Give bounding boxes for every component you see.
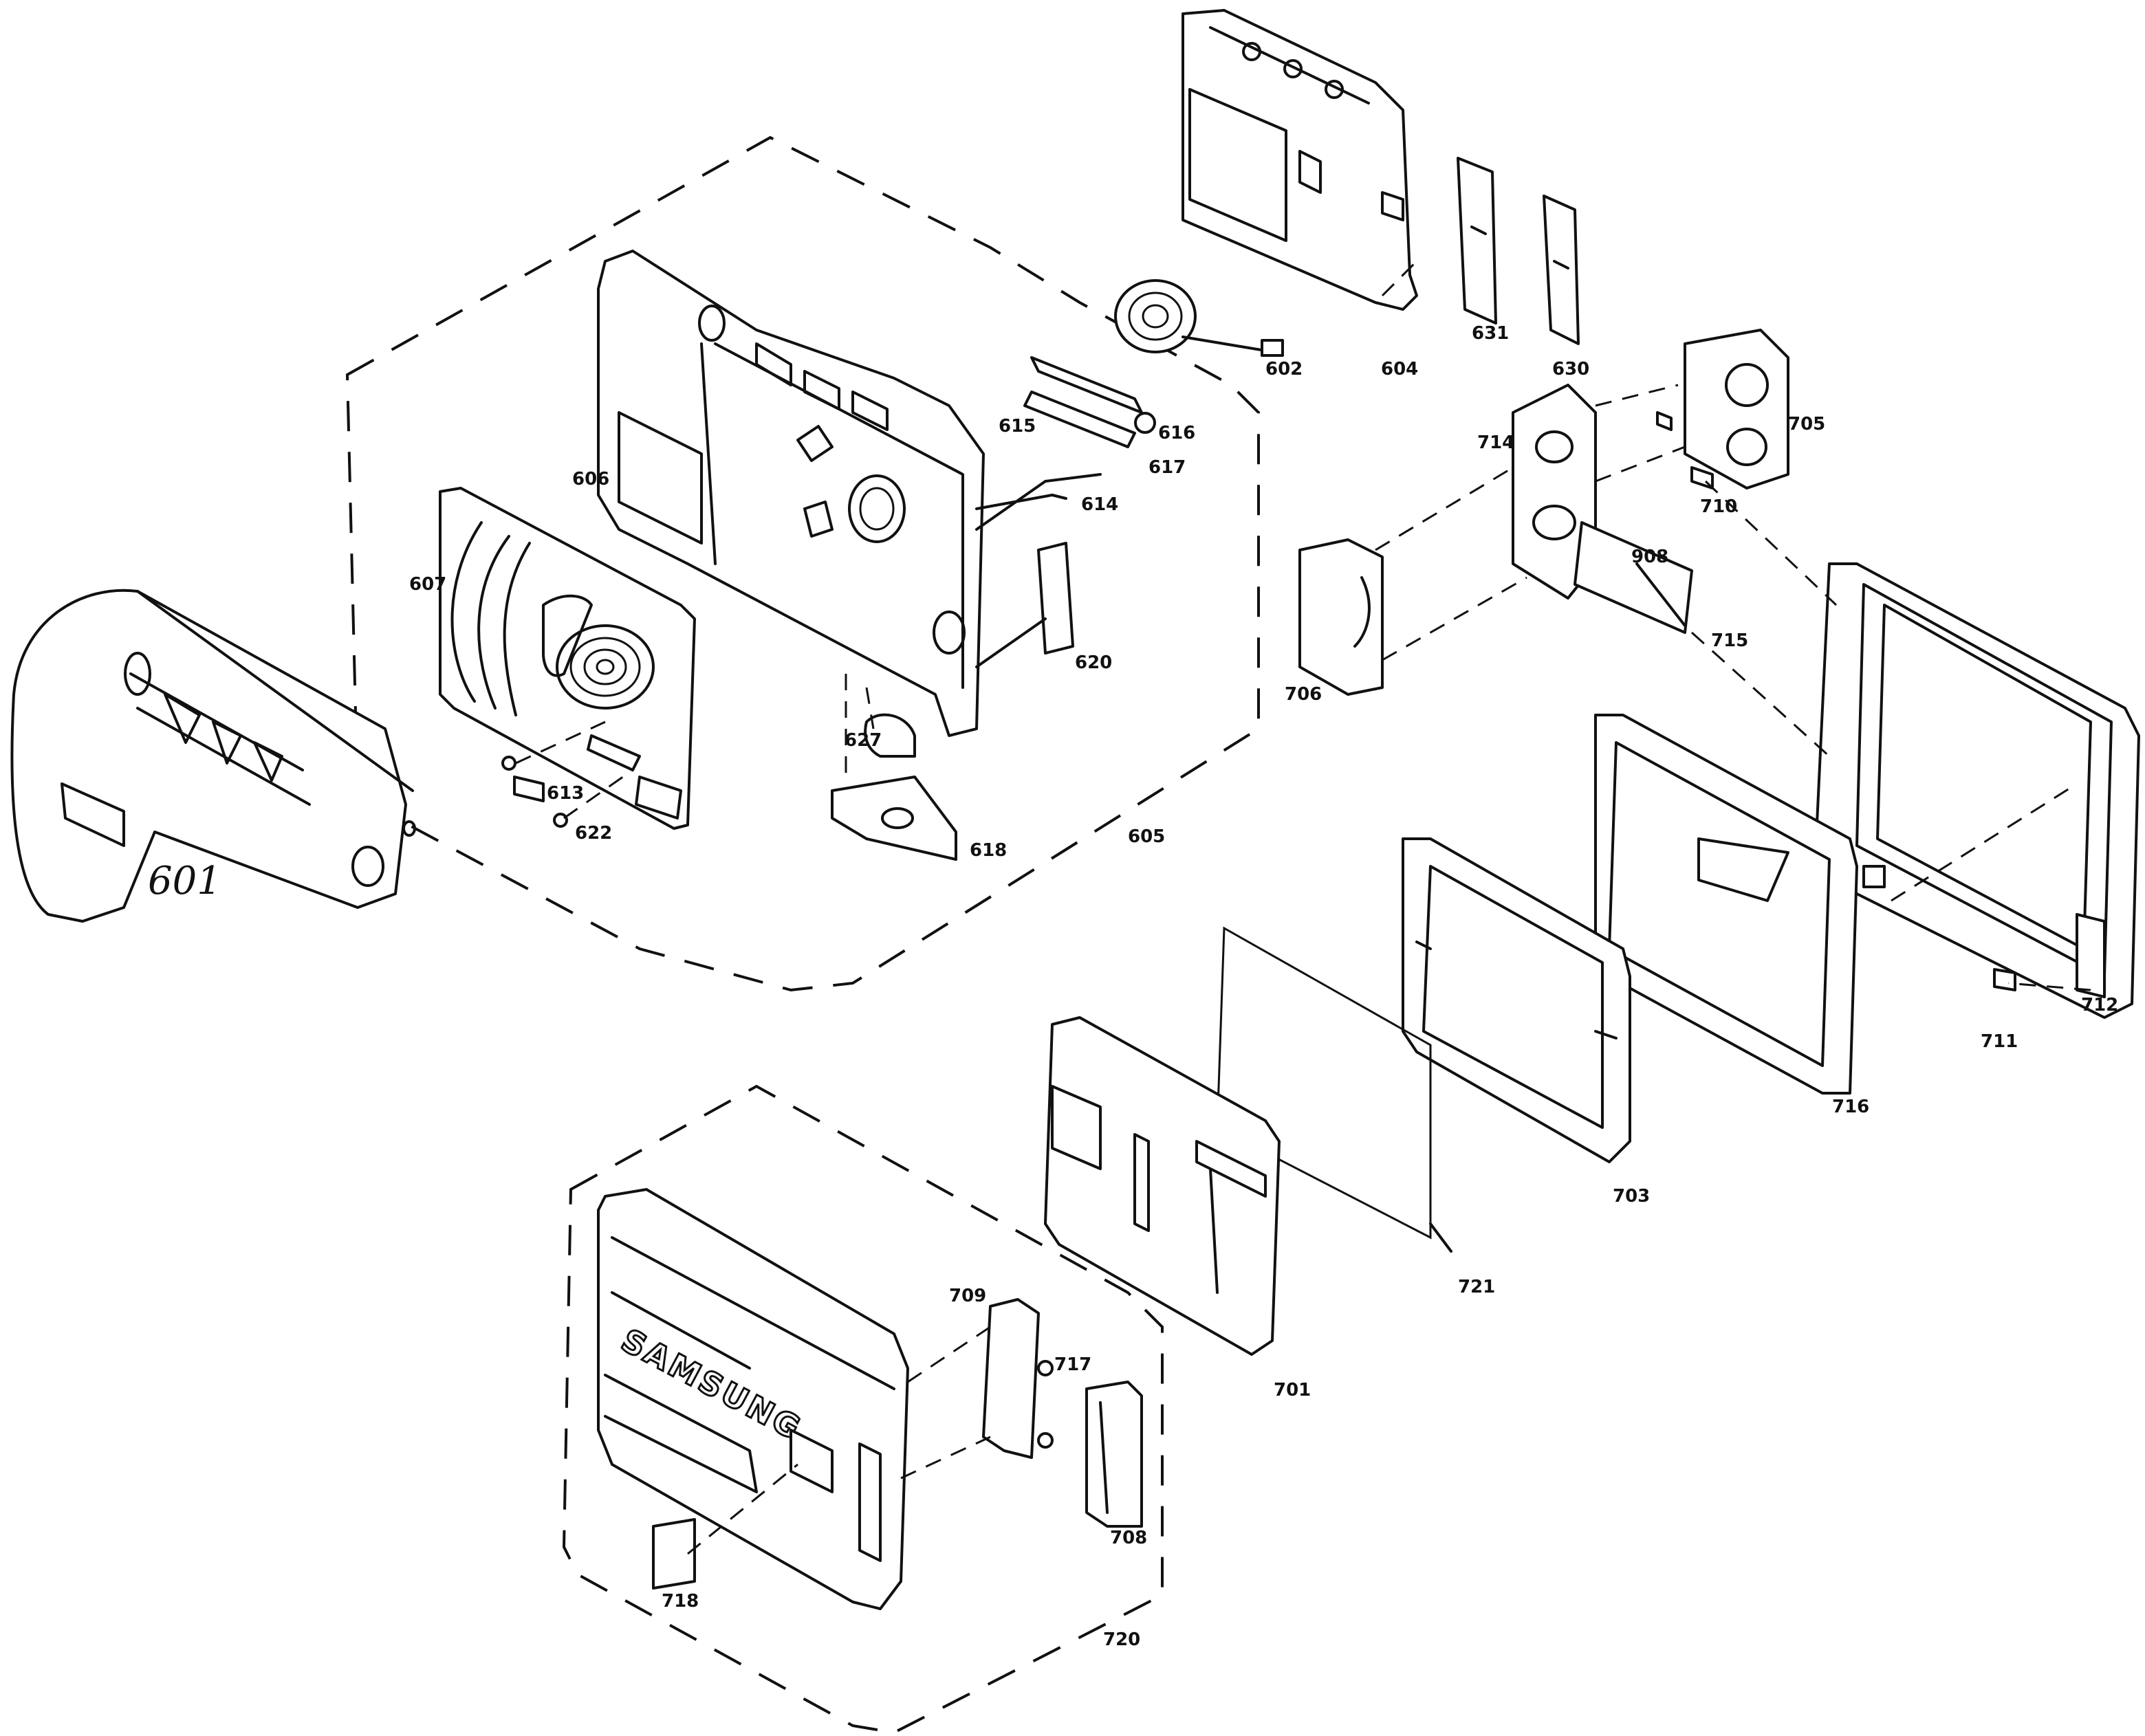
part-615-bracket — [1023, 356, 1143, 448]
part-602-speaker — [1114, 279, 1284, 357]
part-630-flex-cable — [1543, 195, 1580, 345]
part-601-grip-cover — [10, 589, 416, 923]
label-712: 712 — [2081, 995, 2118, 1015]
label-709: 709 — [949, 1286, 986, 1306]
part-613-button — [513, 776, 545, 802]
part-703-lcd-frame — [1402, 837, 1631, 1163]
part-604-pcb — [1182, 9, 1418, 311]
part-716-lcd-panel — [1594, 714, 1858, 1095]
label-604: 604 — [1381, 359, 1418, 380]
part-620-bracket — [975, 542, 1074, 668]
label-703: 703 — [1613, 1186, 1650, 1207]
label-615: 615 — [999, 416, 1036, 437]
label-601: 601 — [148, 859, 221, 903]
label-620: 620 — [1075, 652, 1112, 673]
part-617-wire — [975, 473, 1102, 531]
label-718: 718 — [662, 1591, 699, 1612]
speaker-grille-icon — [556, 624, 655, 710]
part-709-bracket — [982, 1298, 1040, 1459]
label-630: 630 — [1552, 359, 1589, 380]
label-715: 715 — [1711, 630, 1748, 651]
label-717: 717 — [1054, 1354, 1091, 1375]
part-614-wire — [975, 494, 1067, 510]
label-714: 714 — [1477, 432, 1514, 453]
label-721: 721 — [1458, 1277, 1495, 1297]
part-908-flex — [1574, 521, 1693, 634]
group-outline-720 — [562, 1084, 1164, 1735]
label-627: 627 — [845, 730, 882, 751]
part-712-hinge-clip — [2076, 913, 2106, 998]
label-616: 616 — [1158, 423, 1195, 443]
label-607: 607 — [409, 574, 446, 595]
part-715-flex — [1635, 562, 1686, 627]
part-labels: 601 602 604 605 606 607 613 614 615 616 … — [148, 323, 2118, 1650]
part-606-body-frame — [597, 250, 985, 737]
part-rear-cover: SAMSUNG — [597, 1188, 909, 1610]
label-908: 908 — [1631, 547, 1668, 567]
label-605: 605 — [1128, 826, 1165, 847]
label-602: 602 — [1265, 359, 1303, 380]
label-613: 613 — [547, 783, 584, 804]
screw-icon — [501, 756, 568, 828]
assembly-leader-lines — [515, 260, 2091, 1555]
part-711-pad — [1993, 968, 2016, 991]
part-627-clip — [864, 713, 916, 758]
label-708: 708 — [1110, 1528, 1147, 1548]
label-622: 622 — [575, 823, 612, 844]
label-631: 631 — [1472, 323, 1509, 344]
part-717-screw — [1037, 1360, 1054, 1449]
part-631-flex-cable — [1457, 157, 1497, 325]
part-706-hinge-cover — [1298, 538, 1384, 696]
label-705: 705 — [1788, 414, 1825, 435]
part-705-hinge-cover — [1656, 329, 1789, 490]
label-706: 706 — [1285, 684, 1322, 705]
label-720: 720 — [1103, 1629, 1140, 1650]
part-616-connector — [1134, 412, 1156, 434]
part-618-mount — [831, 776, 957, 861]
label-606: 606 — [572, 469, 609, 490]
part-708-cover — [1085, 1381, 1143, 1528]
label-617: 617 — [1148, 457, 1186, 478]
part-718-sheet — [652, 1518, 696, 1590]
label-711: 711 — [1981, 1031, 2018, 1052]
part-607-side-panel — [439, 487, 696, 830]
label-618: 618 — [970, 840, 1007, 861]
label-716: 716 — [1832, 1097, 1869, 1117]
group-outline-605 — [345, 135, 1260, 992]
part-721-backlight-sheet — [1216, 926, 1452, 1253]
label-701: 701 — [1274, 1380, 1311, 1400]
label-614: 614 — [1081, 494, 1118, 515]
label-710: 710 — [1700, 496, 1737, 517]
part-701-board — [1044, 1016, 1281, 1356]
speaker-grille-icon — [848, 474, 906, 543]
